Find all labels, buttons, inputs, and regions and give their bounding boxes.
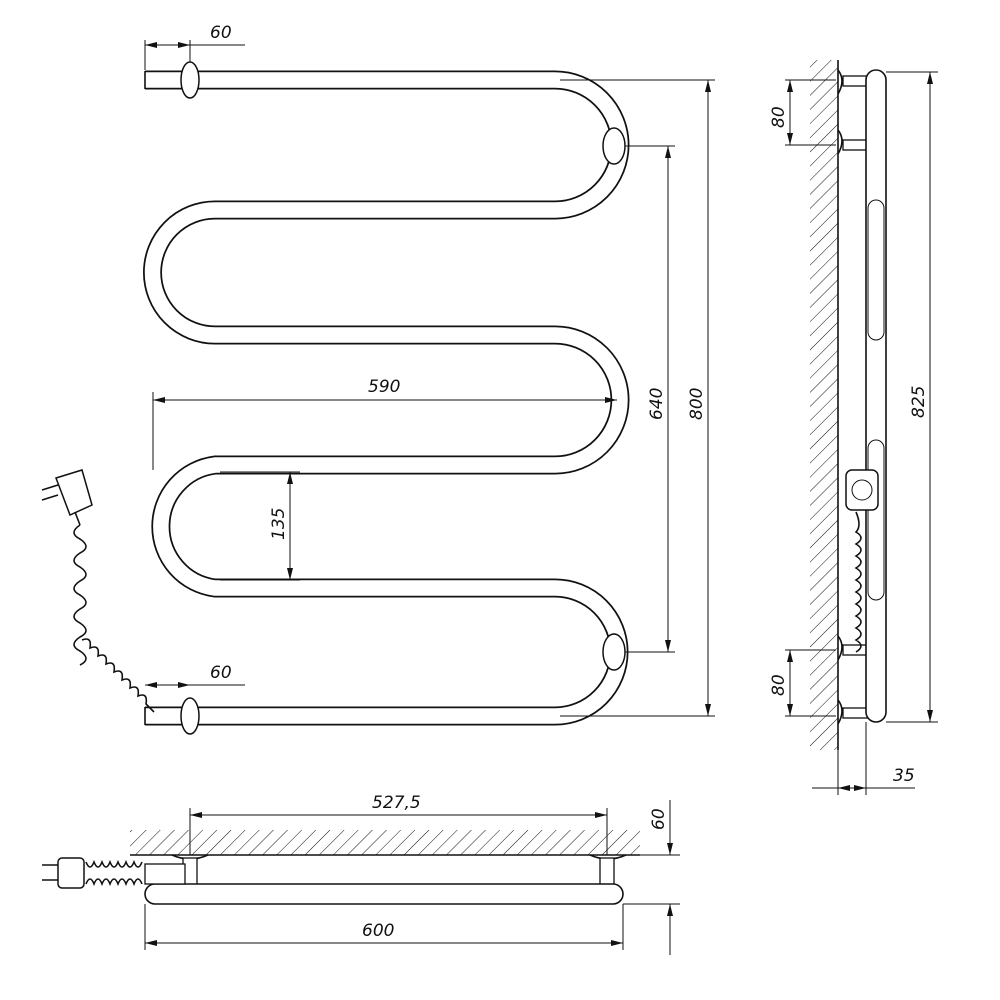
side-view: 80 80 825 35 [769, 60, 938, 795]
bottom-view: 527,5 60 600 [42, 793, 680, 955]
dim-pitch-135: 135 [269, 508, 289, 540]
side-pipe [865, 69, 887, 723]
wall-hatch-bottom [130, 830, 640, 855]
dim-bottom-bracket: 80 [769, 674, 789, 696]
serpentine-pipe [143, 70, 630, 726]
dim-width-600: 600 [362, 921, 394, 941]
dim-wall-offset: 60 [649, 808, 669, 830]
wall-bracket [180, 61, 626, 735]
dim-top-offset: 60 [210, 23, 232, 43]
dim-width-590: 590 [368, 377, 400, 397]
wall-hatch [810, 60, 838, 750]
side-brackets [837, 69, 869, 725]
dim-height-800: 800 [687, 388, 707, 420]
front-view: 60 60 590 135 640 800 [41, 23, 715, 735]
bottom-pipe [144, 883, 624, 905]
bottom-plug [42, 857, 143, 889]
dim-top-bracket: 80 [769, 106, 789, 128]
dim-height-640: 640 [647, 388, 667, 420]
dim-height-825: 825 [909, 386, 929, 418]
side-socket [845, 469, 879, 653]
power-plug-cord [41, 469, 155, 713]
dim-depth-35: 35 [893, 766, 915, 786]
dim-bracket-span: 527,5 [372, 793, 421, 813]
dim-bottom-offset: 60 [210, 663, 232, 683]
